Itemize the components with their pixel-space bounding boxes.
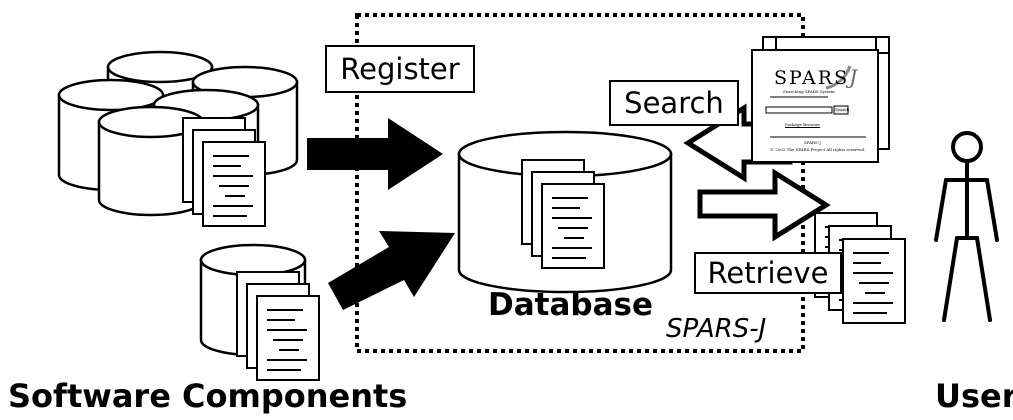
user-label: User [935,377,1013,415]
component-docs-bottom [236,271,320,381]
register-label: Register [325,45,475,93]
screen-logo: SPARSJ [774,65,860,89]
component-docs-top [182,117,266,227]
screen-footer2: © 2002 The SPARS Project All rights rese… [770,147,866,152]
screen-footer1: SPARS-J [804,140,821,145]
system-boundary [355,13,805,353]
spars-browser-window [751,36,890,163]
retrieve-arrow [697,168,831,242]
register-arrow-top [307,118,443,190]
system-label: SPARS-J [666,314,767,344]
user-figure [934,131,999,322]
register-arrow-bottom [328,231,455,310]
database-docs [521,159,605,269]
screen-link: Package Browser [785,122,821,127]
search-label: Search [609,80,739,126]
screen-search-button: Search [835,107,850,112]
software-components-label: Software Components [8,377,408,415]
database-label: Database [488,287,653,323]
retrieve-label: Retrieve [694,252,842,294]
screen-caption: Searching SPARS System [783,89,835,94]
